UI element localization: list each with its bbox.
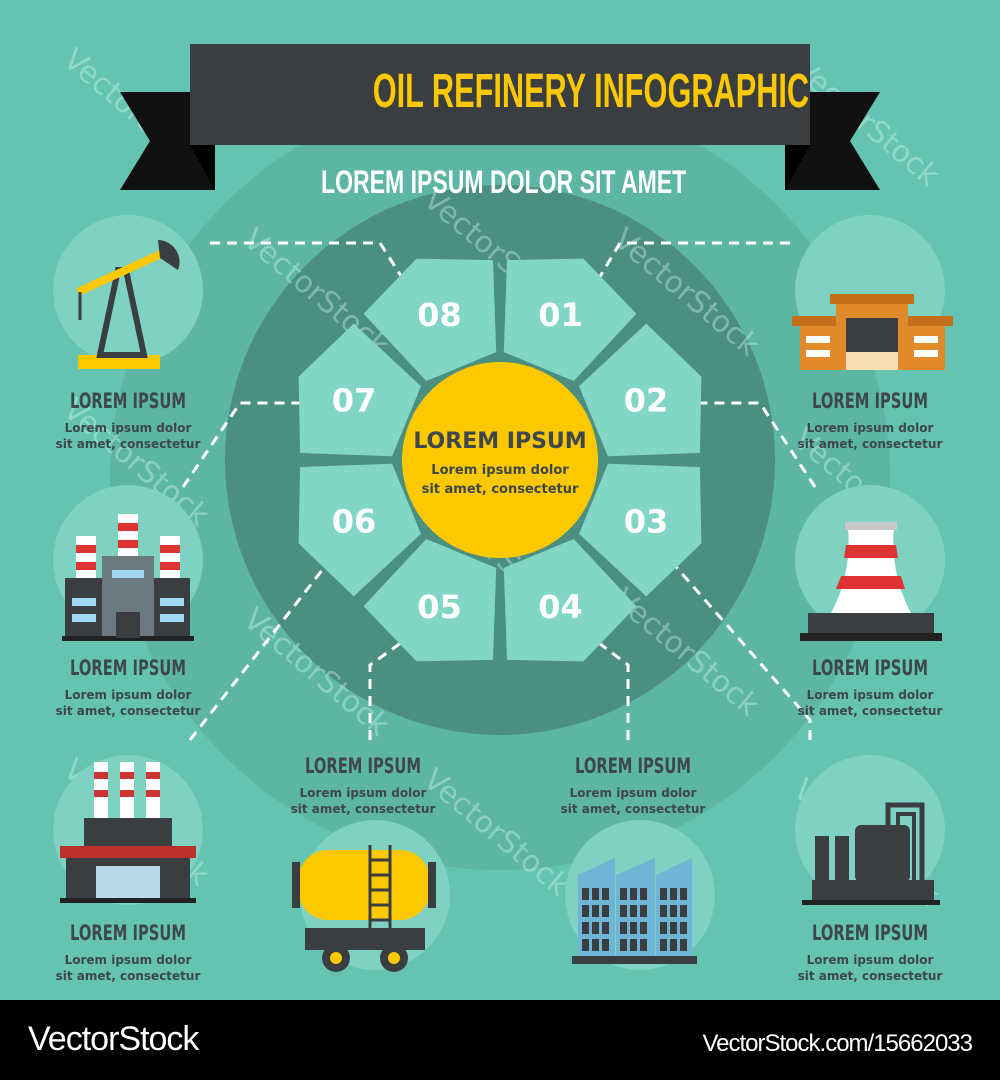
item-text-1: Lorem ipsum dolor — [807, 688, 934, 702]
info-item: LOREM IPSUM Lorem ipsum dolor sit amet, co… — [798, 921, 943, 983]
main-title: OIL REFINERY INFOGRAPHIC — [372, 65, 810, 118]
info-item: LOREM IPSUM Lorem ipsum dolor sit amet, co… — [798, 389, 943, 451]
footer-url: VectorStock.com/15662033 — [702, 1030, 973, 1057]
refinery-tanks-icon — [802, 802, 940, 905]
segment-number: 01 — [538, 296, 583, 334]
segment-ring: 01 02 03 04 05 06 07 08 — [298, 258, 702, 662]
item-text-2: sit amet, consectetur — [798, 969, 943, 983]
info-item: LOREM IPSUM Lorem ipsum dolor sit amet, co… — [56, 656, 201, 718]
banner-fold-left — [190, 145, 215, 190]
item-text-1: Lorem ipsum dolor — [65, 421, 192, 435]
segment-number: 03 — [624, 502, 669, 540]
factory-icon — [62, 514, 194, 641]
warehouse-icon — [792, 294, 953, 370]
subtitle-box: LOREM IPSUM DOLOR SIT AMET — [250, 162, 750, 202]
item-text-1: Lorem ipsum dolor — [65, 953, 192, 967]
item-text-1: Lorem ipsum dolor — [570, 786, 697, 800]
center-heading: LOREM IPSUM — [413, 429, 586, 454]
item-heading: LOREM IPSUM — [70, 389, 186, 413]
item-heading: LOREM IPSUM — [70, 656, 186, 680]
item-text-2: sit amet, consectetur — [561, 802, 706, 816]
segment-08 — [363, 258, 497, 381]
item-text-2: sit amet, consectetur — [56, 704, 201, 718]
segment-number: 07 — [332, 382, 377, 420]
item-heading: LOREM IPSUM — [812, 389, 928, 413]
segment-06 — [298, 463, 421, 597]
tank-trailer-icon — [292, 845, 436, 972]
oil-pump-icon — [76, 240, 180, 369]
segment-04 — [503, 539, 637, 662]
item-text-2: sit amet, consectetur — [798, 437, 943, 451]
banner — [190, 44, 810, 145]
plant-chimneys-icon — [60, 762, 196, 903]
segment-number: 06 — [332, 502, 377, 540]
item-text-1: Lorem ipsum dolor — [300, 786, 427, 800]
info-item: LOREM IPSUM Lorem ipsum dolor sit amet, co… — [56, 389, 201, 451]
item-text-2: sit amet, consectetur — [56, 969, 201, 983]
item-heading: LOREM IPSUM — [70, 921, 186, 945]
segment-02 — [579, 323, 702, 457]
segment-number: 08 — [417, 296, 462, 334]
segment-number: 04 — [538, 588, 583, 626]
item-text-1: Lorem ipsum dolor — [807, 421, 934, 435]
footer-brand: VectorStock — [28, 1020, 199, 1058]
item-heading: LOREM IPSUM — [305, 754, 421, 778]
item-text-1: Lorem ipsum dolor — [807, 953, 934, 967]
segment-03 — [579, 463, 702, 597]
footer: VectorStock VectorStock.com/15662033 — [0, 1000, 1000, 1080]
banner-fold-right — [785, 145, 810, 190]
segment-01 — [503, 258, 637, 381]
item-heading: LOREM IPSUM — [575, 754, 691, 778]
info-item: LOREM IPSUM Lorem ipsum dolor sit amet, co… — [56, 921, 201, 983]
info-item: LOREM IPSUM Lorem ipsum dolor sit amet, co… — [291, 754, 436, 816]
info-item: LOREM IPSUM Lorem ipsum dolor sit amet, co… — [561, 754, 706, 816]
center-text-1: Lorem ipsum dolor — [431, 463, 569, 478]
cooling-tower-icon — [800, 522, 942, 641]
connector-lines — [181, 241, 817, 741]
center-text-2: sit amet, consectetur — [422, 482, 579, 497]
item-heading: LOREM IPSUM — [812, 656, 928, 680]
industrial-building-icon — [572, 858, 697, 964]
item-text-2: sit amet, consectetur — [291, 802, 436, 816]
item-text-2: sit amet, consectetur — [798, 704, 943, 718]
info-item: LOREM IPSUM Lorem ipsum dolor sit amet, co… — [798, 656, 943, 718]
segment-05 — [363, 539, 497, 662]
subtitle: LOREM IPSUM DOLOR SIT AMET — [321, 164, 687, 200]
item-text-1: Lorem ipsum dolor — [65, 688, 192, 702]
segment-number: 02 — [624, 382, 669, 420]
segment-number: 05 — [417, 588, 462, 626]
main-title-box: OIL REFINERY INFOGRAPHIC — [250, 62, 809, 122]
item-heading: LOREM IPSUM — [812, 921, 928, 945]
segment-07 — [298, 323, 421, 457]
center-circle — [402, 362, 598, 558]
item-text-2: sit amet, consectetur — [56, 437, 201, 451]
